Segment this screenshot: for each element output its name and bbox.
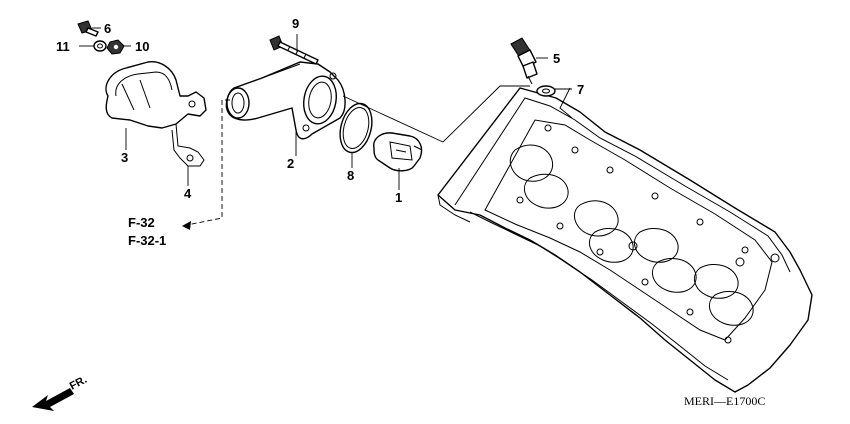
thermostat <box>373 132 423 172</box>
washer <box>536 85 556 97</box>
bracket <box>105 61 207 167</box>
callout-9: 9 <box>292 16 299 31</box>
callout-3: 3 <box>121 150 128 165</box>
leader-lines <box>79 27 573 230</box>
bolt-small <box>77 20 99 37</box>
callout-7: 7 <box>577 82 584 97</box>
callout-5: 5 <box>553 51 560 66</box>
nut <box>106 39 125 55</box>
reference-labels: F-32 F-32-1 <box>128 215 166 248</box>
bolt <box>269 35 319 65</box>
callout-8: 8 <box>347 168 354 183</box>
callout-10: 10 <box>135 39 149 54</box>
front-label: FR. <box>68 374 89 393</box>
callout-2: 2 <box>287 156 294 171</box>
collar <box>93 40 107 52</box>
diagram-code: MERI—E1700C <box>684 394 765 408</box>
sensor <box>510 37 538 85</box>
cylinder-head <box>437 87 813 393</box>
front-arrow-icon <box>32 388 74 411</box>
thermostat-housing <box>225 61 346 140</box>
reference-f32-1: F-32-1 <box>128 233 166 248</box>
callout-1: 1 <box>395 190 402 205</box>
callout-11: 11 <box>56 39 70 54</box>
callout-4: 4 <box>184 186 192 201</box>
callout-6: 6 <box>104 21 111 36</box>
front-direction-indicator: FR. <box>32 374 89 411</box>
reference-f32: F-32 <box>128 215 155 230</box>
o-ring <box>339 102 373 154</box>
callouts: 6 11 10 3 4 9 2 8 1 5 7 <box>56 16 584 205</box>
